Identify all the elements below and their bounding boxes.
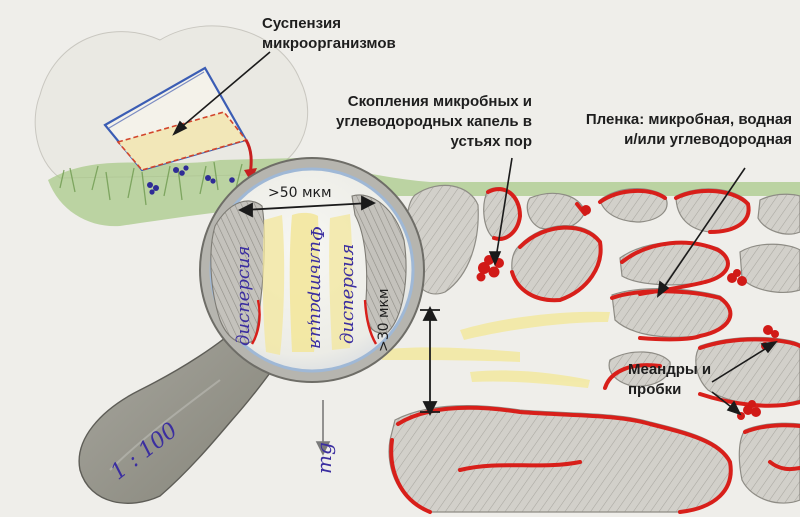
label-filtration: Фильтрация xyxy=(306,226,327,350)
label-meanders: Меандры и пробки xyxy=(628,361,712,398)
label-dispersion-right: дисперсия xyxy=(337,243,358,344)
label-dispersion-left: дисперсия xyxy=(233,245,254,346)
microbe-dots xyxy=(147,165,235,195)
width-dimension-arrow xyxy=(237,195,377,218)
label-film: Пленка: микробная, водная и/или углеводо… xyxy=(585,111,792,148)
pour-arrow xyxy=(244,168,257,182)
label-depth-dimension: >30 мкм xyxy=(376,288,392,352)
magnifier xyxy=(78,157,425,504)
gravity-arrow xyxy=(315,400,331,456)
droplet-clusters xyxy=(476,205,779,420)
beaker xyxy=(103,66,257,182)
depth-dimension-arrow xyxy=(420,305,440,417)
label-suspension: Суспензия микроорганизмов xyxy=(262,15,396,52)
label-gravity: mg xyxy=(312,442,336,474)
leader-lines xyxy=(172,51,778,416)
label-width-dimension: >50 мкм xyxy=(268,185,332,201)
grass-strokes xyxy=(59,161,243,206)
label-clusters: Скопления микробных и углеводородных кап… xyxy=(336,93,532,150)
pore-films xyxy=(389,187,800,514)
